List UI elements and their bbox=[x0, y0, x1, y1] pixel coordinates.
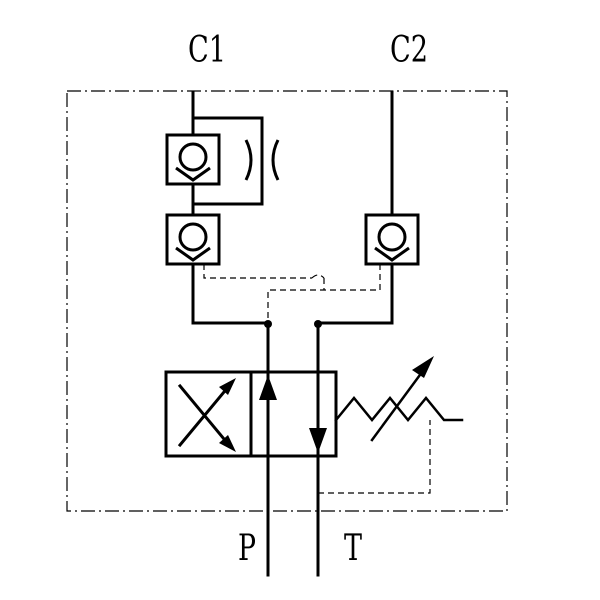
check-valve-c2 bbox=[364, 213, 420, 266]
flow-arrow-up-icon bbox=[259, 375, 277, 400]
adjustable-spring-icon bbox=[334, 356, 464, 442]
c1-line bbox=[191, 90, 270, 325]
valve-block-boundary bbox=[66, 90, 508, 512]
orifice-symbol bbox=[244, 139, 280, 181]
check-valve-c1-lower bbox=[165, 213, 221, 266]
port-label-c2: C2 bbox=[390, 30, 428, 71]
port-label-t: T bbox=[344, 528, 362, 569]
port-label-c1: C1 bbox=[188, 30, 226, 71]
two-position-directional-valve bbox=[164, 370, 338, 458]
pilot-lines bbox=[203, 264, 431, 494]
port-label-p: P bbox=[238, 528, 256, 569]
flow-arrow-down-icon bbox=[309, 428, 327, 453]
check-valve-c1-upper bbox=[165, 133, 221, 186]
c2-line bbox=[316, 90, 394, 325]
